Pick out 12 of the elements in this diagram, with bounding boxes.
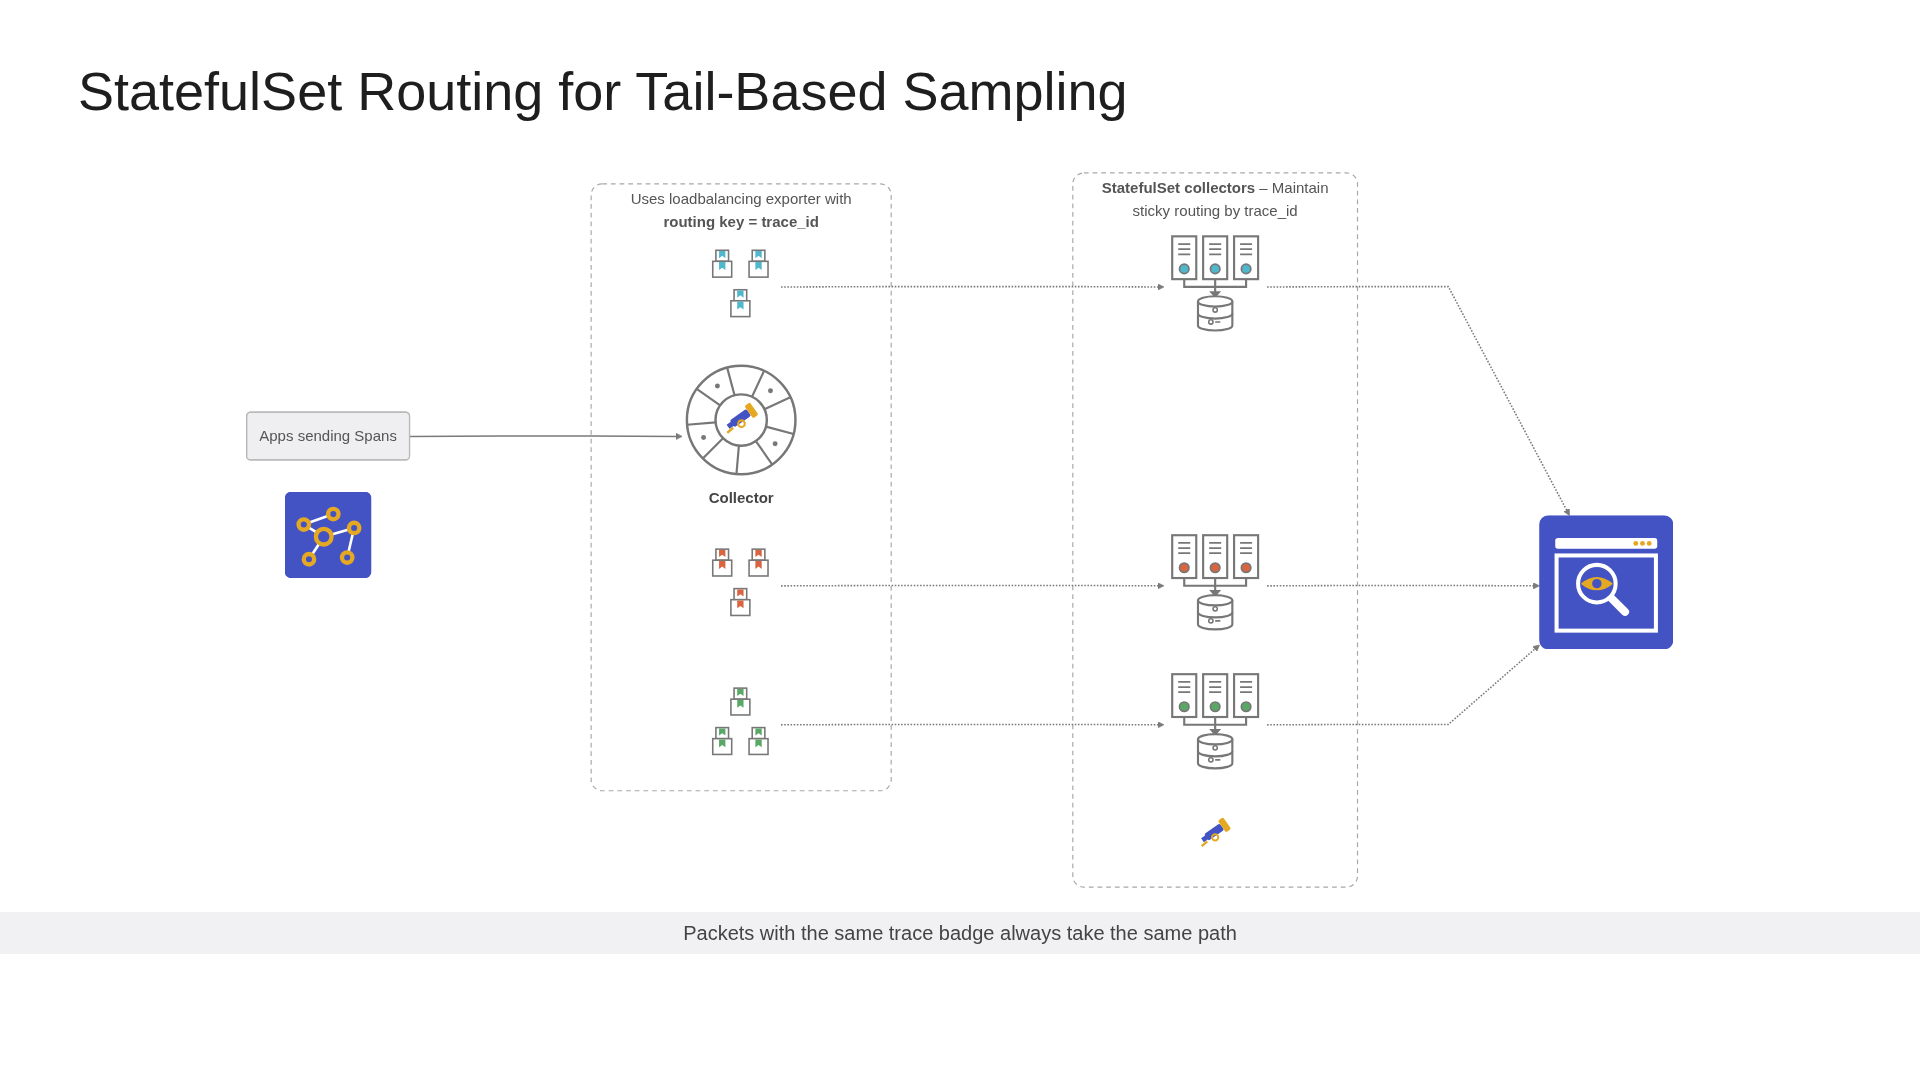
title: StatefulSet Routing for Tail-Based Sampling [78, 60, 1128, 122]
arrow [1266, 582, 1540, 590]
arrow [780, 721, 1165, 729]
node-picture [284, 491, 372, 579]
arrow [780, 582, 1165, 590]
arrow [1266, 644, 1540, 726]
arrow [409, 432, 683, 440]
footer-caption: Packets with the same trace badge always take the same path [0, 912, 1920, 954]
node-picture [1539, 515, 1674, 650]
cluster: StatefulSet collectors – Maintain sticky routing by trace_id [1072, 172, 1359, 888]
arrow [1266, 285, 1570, 516]
arrow [780, 283, 1165, 291]
